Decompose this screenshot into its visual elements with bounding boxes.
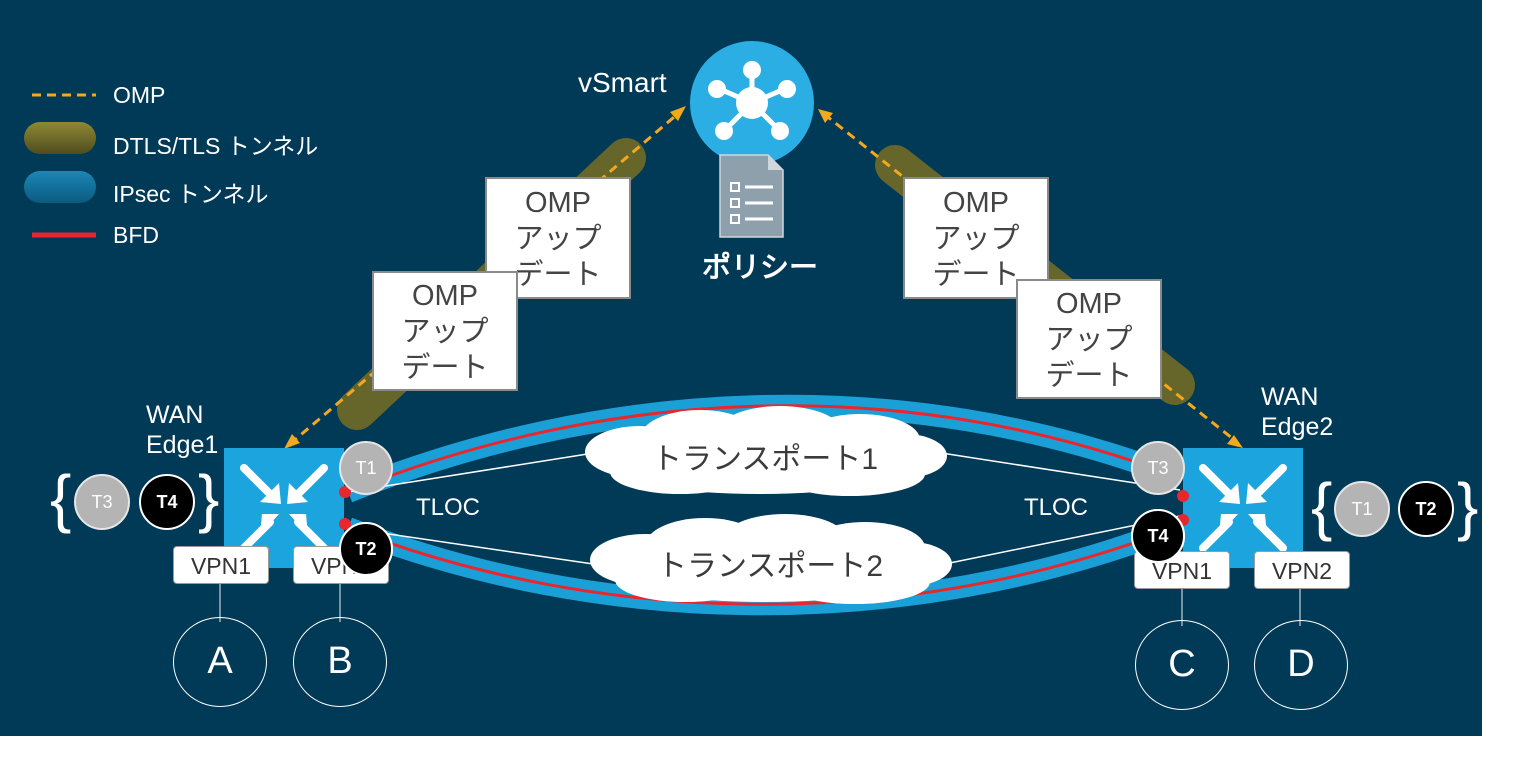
remote-tloc-badge-t2: T2	[1398, 481, 1454, 537]
omp-update-line: アップ	[932, 223, 1020, 255]
bfd-dot-edge1-bottom	[339, 518, 351, 530]
omp-update-line: デート	[1045, 360, 1133, 392]
vpn1-label-edge1: VPN1	[173, 546, 269, 584]
bfd-line-top	[347, 404, 1181, 494]
transport1-cloud	[585, 406, 947, 496]
remote-tloc-badge-t1: T1	[1334, 481, 1390, 537]
tloc-badge-t4-overlay: T4	[1131, 509, 1185, 563]
omp-update-line: アップ	[1045, 324, 1133, 356]
transport1-label: トランスポート1	[652, 443, 879, 476]
omp-update-box: OMP アップ デート	[1016, 279, 1162, 399]
bfd-dot-edge1-top	[339, 486, 351, 498]
edge2-label-line2: Edge2	[1261, 413, 1334, 441]
omp-update-line: デート	[932, 259, 1020, 291]
omp-arrowhead-left-bottom	[284, 434, 300, 449]
edge1-label-line2: Edge1	[146, 431, 219, 459]
omp-update-line: OMP	[1055, 288, 1123, 320]
tloc-link-left-2	[347, 527, 601, 566]
tloc-label-right: TLOC	[1024, 494, 1089, 521]
policy-document-icon	[719, 154, 784, 238]
vsmart-hub-icon	[690, 41, 814, 165]
omp-update-line: OMP	[942, 187, 1010, 219]
omp-update-box: OMP アップ デート	[903, 177, 1049, 299]
edge2-label-line1: WAN	[1261, 383, 1319, 411]
omp-update-line: アップ	[401, 316, 489, 348]
legend-dtls-swatch	[24, 122, 96, 154]
omp-update-box: OMP アップ デート	[372, 271, 518, 391]
edge2-label: WAN Edge2	[1261, 382, 1333, 442]
transport2-label: トランスポート2	[657, 550, 884, 583]
omp-update-line: OMP	[411, 280, 479, 312]
omp-arrowhead-right-bottom	[1227, 435, 1243, 448]
vpn2-label-edge2: VPN2	[1254, 551, 1350, 589]
brace-open-left: {	[50, 462, 72, 534]
tloc-badge-t2-overlay: T2	[339, 522, 393, 576]
site-c-node: C	[1135, 620, 1229, 710]
bfd-dot-edge2-top	[1177, 490, 1189, 502]
omp-update-line: OMP	[524, 187, 592, 219]
transport2-cloud	[590, 514, 952, 604]
legend-omp-label: OMP	[113, 82, 166, 108]
omp-update-line: デート	[401, 352, 489, 384]
legend-ipsec-swatch	[24, 171, 96, 203]
tloc-label-left: TLOC	[416, 494, 481, 521]
remote-tloc-badge-t4: T4	[139, 474, 195, 530]
tloc-link-left-1	[347, 451, 601, 493]
site-d-node: D	[1254, 620, 1348, 710]
omp-update-line: アップ	[514, 223, 602, 255]
brace-close-left: }	[198, 462, 220, 534]
site-a-node: A	[173, 617, 267, 707]
omp-update-line: デート	[514, 259, 602, 291]
site-b-node: B	[293, 617, 387, 707]
bfd-line-bottom	[347, 524, 1181, 606]
omp-arrowhead-left-top	[670, 106, 686, 121]
tloc-badge-t1: T1	[339, 441, 393, 495]
policy-label: ポリシー	[702, 252, 819, 284]
edge1-label: WAN Edge1	[146, 400, 218, 460]
diagram-canvas: OMP DTLS/TLS トンネル IPsec トンネル BFD vSmart …	[0, 0, 1482, 736]
legend-ipsec-label: IPsec トンネル	[113, 181, 269, 207]
edge2-router-icon	[1183, 448, 1303, 568]
vsmart-label: vSmart	[578, 67, 667, 98]
omp-arrowhead-right-top	[818, 109, 833, 123]
tloc-badge-t3: T3	[1131, 441, 1185, 495]
legend-bfd-label: BFD	[113, 222, 159, 248]
brace-close-right: }	[1457, 470, 1479, 542]
legend-dtls-label: DTLS/TLS トンネル	[113, 133, 319, 159]
edge1-label-line1: WAN	[146, 401, 204, 429]
remote-tloc-badge-t3: T3	[74, 474, 130, 530]
brace-open-right: {	[1311, 470, 1333, 542]
